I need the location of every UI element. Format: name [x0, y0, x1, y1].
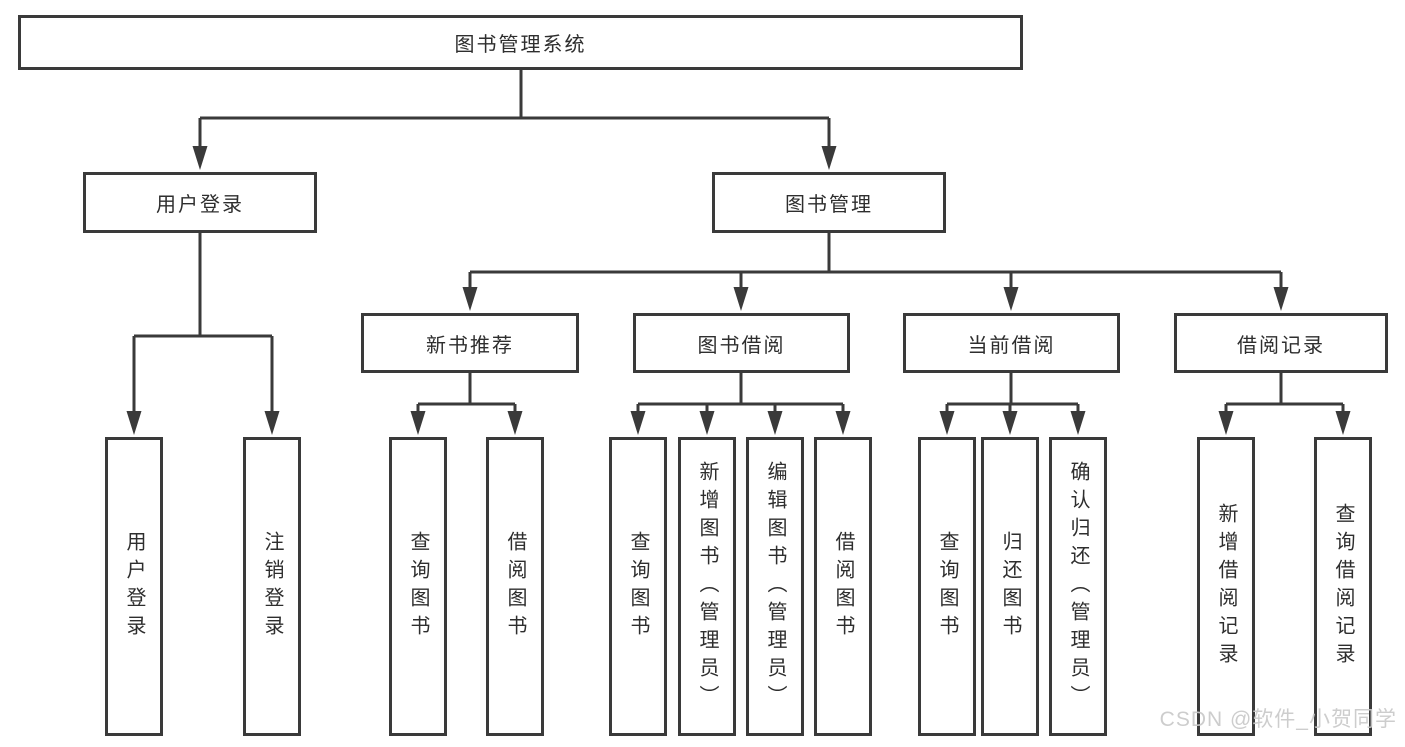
leaf-add-books-admin: 新增图书（管理员）	[678, 437, 736, 736]
leaf-query-borrow-record: 查询借阅记录	[1314, 437, 1372, 736]
leaf-user-login: 用户登录	[105, 437, 163, 736]
node-user-login-label: 用户登录	[156, 194, 244, 216]
leaf-query-borrow-record-label: 查询借阅记录	[1332, 502, 1354, 671]
leaf-return-books-label: 归还图书	[999, 530, 1021, 643]
leaf-borrow-books-2: 借阅图书	[814, 437, 872, 736]
leaf-add-borrow-record: 新增借阅记录	[1197, 437, 1255, 736]
node-new-book-recommend-label: 新书推荐	[426, 334, 514, 357]
leaf-return-books: 归还图书	[981, 437, 1039, 736]
leaf-logout-label: 注销登录	[261, 530, 283, 643]
connector-current-borrow-to-leaves	[939, 373, 1086, 435]
node-borrow-records: 借阅记录	[1174, 313, 1388, 373]
csdn-watermark: CSDN @软件_小贺同学	[1159, 708, 1397, 731]
leaf-logout: 注销登录	[243, 437, 301, 736]
connector-new-book-to-leaves	[410, 373, 523, 435]
leaf-add-borrow-record-label: 新增借阅记录	[1215, 502, 1237, 671]
node-book-management-label: 图书管理	[785, 194, 873, 216]
leaf-query-books-3-label: 查询图书	[936, 530, 958, 643]
connector-borrow-records-to-leaves	[1218, 373, 1351, 435]
node-book-borrow-label: 图书借阅	[697, 334, 786, 357]
node-book-borrow: 图书借阅	[633, 313, 850, 373]
node-new-book-recommend: 新书推荐	[361, 313, 579, 373]
node-borrow-records-label: 借阅记录	[1237, 334, 1325, 357]
node-root-system: 图书管理系统	[18, 15, 1023, 70]
leaf-borrow-books-1-label: 借阅图书	[504, 530, 526, 643]
leaf-query-books-1: 查询图书	[389, 437, 447, 736]
connector-user-login-to-leaves	[126, 233, 280, 435]
leaf-add-books-admin-label: 新增图书（管理员）	[696, 460, 718, 713]
node-book-management: 图书管理	[712, 172, 946, 233]
leaf-query-books-3: 查询图书	[918, 437, 976, 736]
connector-book-borrow-to-leaves	[630, 373, 851, 435]
leaf-edit-books-admin: 编辑图书（管理员）	[746, 437, 804, 736]
node-current-borrow-label: 当前借阅	[967, 334, 1056, 357]
leaf-edit-books-admin-label: 编辑图书（管理员）	[764, 460, 786, 713]
connector-book-management-to-level3	[462, 233, 1289, 311]
leaf-query-books-2: 查询图书	[609, 437, 667, 736]
leaf-query-books-1-label: 查询图书	[407, 530, 429, 643]
connector-root-to-level2	[192, 70, 837, 170]
node-user-login: 用户登录	[83, 172, 317, 233]
node-current-borrow: 当前借阅	[903, 313, 1120, 373]
node-root-label: 图书管理系统	[454, 34, 587, 56]
leaf-borrow-books-1: 借阅图书	[486, 437, 544, 736]
leaf-confirm-return-admin: 确认归还（管理员）	[1049, 437, 1107, 736]
leaf-borrow-books-2-label: 借阅图书	[832, 530, 854, 643]
leaf-user-login-label: 用户登录	[123, 530, 145, 643]
leaf-query-books-2-label: 查询图书	[627, 530, 649, 643]
leaf-confirm-return-admin-label: 确认归还（管理员）	[1067, 460, 1089, 713]
